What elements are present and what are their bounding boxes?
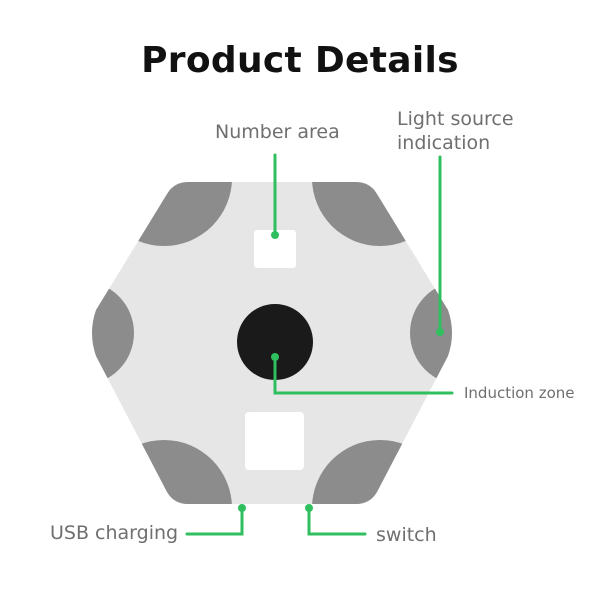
number-window-top — [254, 230, 296, 268]
callout-dot-induction-zone — [271, 353, 279, 361]
leader-line-usb-charging — [185, 506, 244, 536]
light-lobe-left — [92, 281, 134, 385]
label-light-source-line-2: indication — [397, 132, 491, 154]
page-title: Product Details — [141, 40, 459, 81]
label-number-area: Number area — [215, 121, 340, 143]
light-lobe-bottom-right — [312, 440, 448, 504]
callout-dot-light-source — [436, 328, 444, 336]
light-lobe-top-left — [96, 182, 232, 246]
callout-dot-switch — [305, 504, 313, 512]
label-light-source-line-1: Light source — [397, 108, 514, 130]
label-switch: switch — [376, 524, 437, 546]
leader-line-switch — [307, 506, 367, 536]
light-lobe-bottom-left — [96, 440, 232, 504]
leader-line-induction-zone — [273, 355, 454, 395]
callout-dot-usb-charging — [238, 504, 246, 512]
label-induction-zone: Induction zone — [464, 384, 575, 402]
label-usb-charging: USB charging — [50, 522, 179, 544]
induction-sensor — [237, 304, 313, 380]
label-light-source-indication: Light source indication — [397, 107, 514, 155]
callout-dot-number-area — [271, 231, 279, 239]
number-window-bottom — [245, 412, 304, 470]
light-lobe-right — [410, 281, 452, 385]
